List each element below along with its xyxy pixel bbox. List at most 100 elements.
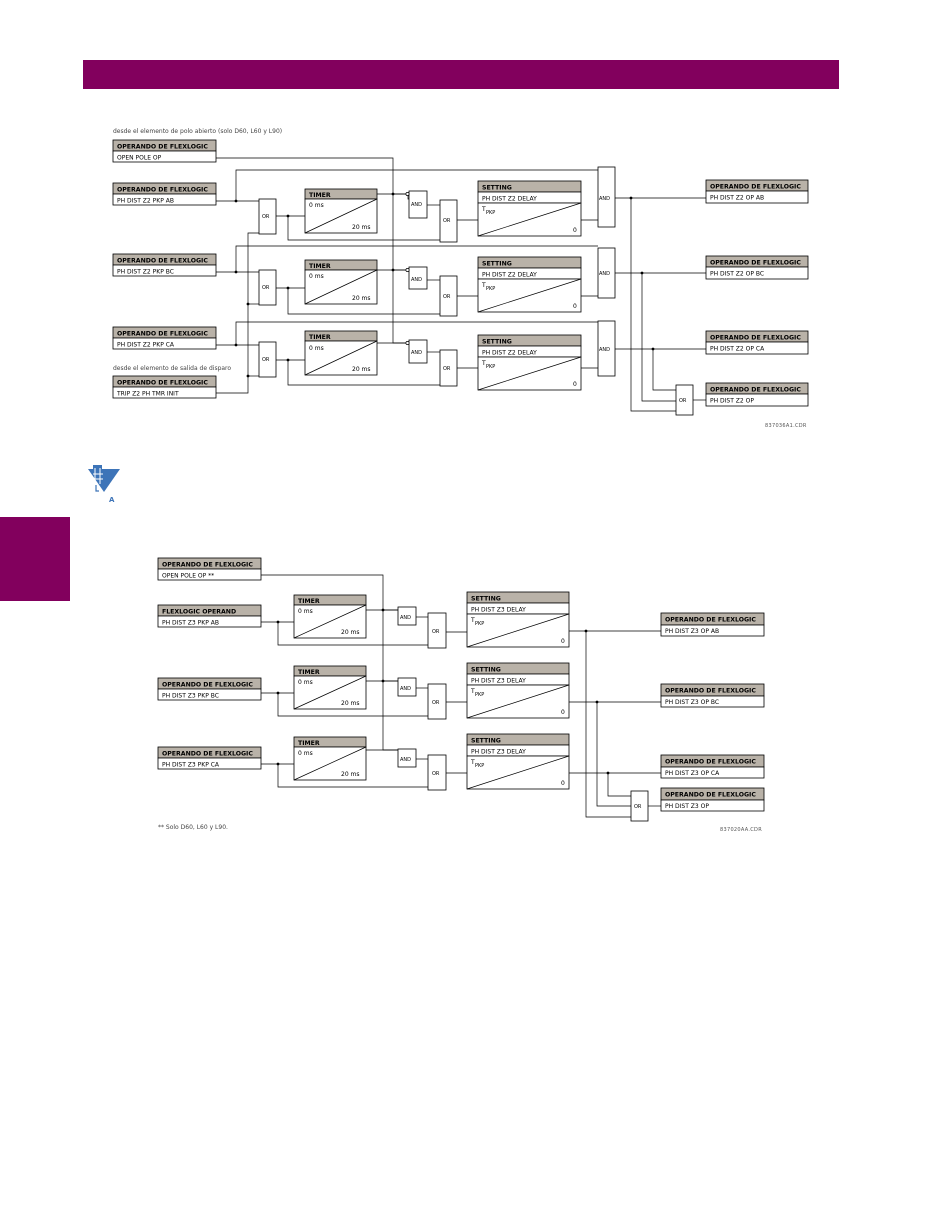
footnote: ** Solo D60, L60 y L90. [158,824,228,831]
or-gate-bottom-3: OR [427,754,447,791]
svg-text:AND: AND [599,347,610,353]
input-pkp-ab: OPERANDO DE FLEXLOGIC PH DIST Z2 PKP AB [112,182,217,206]
svg-text:OR: OR [443,294,451,300]
svg-text:SETTING: SETTING [482,261,512,268]
svg-text:PKP: PKP [486,210,495,216]
svg-text:TIMER: TIMER [298,598,320,605]
or-gate-top-2: OR [258,269,277,306]
svg-text:PH DIST Z2 PKP BC: PH DIST Z2 PKP BC [117,269,174,276]
svg-text:PKP: PKP [475,692,484,698]
timer-bottom-3: TIMER 0 ms 20 ms [293,736,367,781]
or-gate-top-6: OR [439,349,458,387]
svg-text:PKP: PKP [486,364,495,370]
drawing-code-top: 837036A1.CDR [765,423,807,429]
svg-text:PH DIST Z3 OP CA: PH DIST Z3 OP CA [665,770,720,777]
svg-text:PH DIST Z2 OP: PH DIST Z2 OP [710,398,754,405]
svg-text:0: 0 [573,381,577,388]
svg-text:OPERANDO DE FLEXLOGIC: OPERANDO DE FLEXLOGIC [117,380,208,387]
svg-text:PH DIST Z3 DELAY: PH DIST Z3 DELAY [471,678,526,685]
or-gate-bottom-1: OR [427,612,447,649]
svg-text:0: 0 [573,227,577,234]
svg-text:PKP: PKP [475,763,484,769]
svg-text:0: 0 [573,303,577,310]
svg-text:AND: AND [411,202,422,208]
svg-text:OPERANDO DE FLEXLOGIC: OPERANDO DE FLEXLOGIC [162,562,253,569]
svg-text:OR: OR [443,218,451,224]
svg-text:OPERANDO DE FLEXLOGIC: OPERANDO DE FLEXLOGIC [665,759,756,766]
svg-text:PH DIST Z2 PKP CA: PH DIST Z2 PKP CA [117,342,175,349]
input-open-pole-op-z3: OPERANDO DE FLEXLOGIC OPEN POLE OP ** [157,557,262,581]
or-gate-top-3: OR [258,341,277,378]
svg-text:AND: AND [411,277,422,283]
junctions-bottom [276,608,610,775]
or-gate-top-4: OR [439,199,458,243]
or-gate-top-1: OR [258,198,277,235]
svg-text:PH DIST Z3 OP AB: PH DIST Z3 OP AB [665,628,719,635]
svg-text:SETTING: SETTING [482,185,512,192]
svg-text:PKP: PKP [475,621,484,627]
or-gate-top-out: OR [675,384,694,416]
svg-text:TIMER: TIMER [298,740,320,747]
svg-text:FLEXLOGIC OPERAND: FLEXLOGIC OPERAND [162,609,236,616]
svg-text:AND: AND [400,686,411,692]
svg-text:OPERANDO DE FLEXLOGIC: OPERANDO DE FLEXLOGIC [710,387,801,394]
svg-text:T: T [470,617,475,624]
or-gate-top-5: OR [439,275,458,317]
input-trip-tmr-init: OPERANDO DE FLEXLOGIC TRIP Z2 PH TMR INI… [112,375,217,399]
svg-text:T: T [481,282,486,289]
output-z3-op-ab: OPERANDO DE FLEXLOGIC PH DIST Z3 OP AB [660,612,765,637]
svg-text:PH DIST Z3 PKP BC: PH DIST Z3 PKP BC [162,693,219,700]
svg-text:0 ms: 0 ms [309,273,324,280]
svg-text:T: T [470,688,475,695]
and-gate-top-1: AND [405,190,428,219]
input-pkp-ab-z3: FLEXLOGIC OPERAND PH DIST Z3 PKP AB [157,604,262,628]
svg-text:0 ms: 0 ms [309,345,324,352]
svg-text:PH DIST Z3 OP BC: PH DIST Z3 OP BC [665,699,719,706]
output-z2-op: OPERANDO DE FLEXLOGIC PH DIST Z2 OP [705,382,809,407]
svg-text:0 ms: 0 ms [298,679,313,686]
timer-bottom-2: TIMER 0 ms 20 ms [293,665,367,710]
input-pkp-ca: OPERANDO DE FLEXLOGIC PH DIST Z2 PKP CA [112,326,217,350]
svg-text:AND: AND [400,615,411,621]
svg-text:OPERANDO DE FLEXLOGIC: OPERANDO DE FLEXLOGIC [710,260,801,267]
and-gate-bottom-1: AND [397,606,417,626]
header-bar [83,60,839,89]
svg-text:0 ms: 0 ms [298,750,313,757]
svg-text:PH DIST Z2 DELAY: PH DIST Z2 DELAY [482,272,537,279]
svg-text:PH DIST Z2 PKP AB: PH DIST Z2 PKP AB [117,198,174,205]
and-gate-top-out-1: AND [597,166,616,228]
or-gate-bottom-out: OR [630,790,649,822]
output-z2-op-ab: OPERANDO DE FLEXLOGIC PH DIST Z2 OP AB [705,179,809,204]
svg-text:OPERANDO DE FLEXLOGIC: OPERANDO DE FLEXLOGIC [117,144,208,151]
svg-text:OR: OR [262,357,270,363]
relay-symbol-icon: A [88,465,120,504]
output-z3-op: OPERANDO DE FLEXLOGIC PH DIST Z3 OP [660,787,765,812]
svg-text:OPERANDO DE FLEXLOGIC: OPERANDO DE FLEXLOGIC [117,187,208,194]
svg-text:0: 0 [561,638,565,645]
output-z2-op-bc: OPERANDO DE FLEXLOGIC PH DIST Z2 OP BC [705,255,809,280]
svg-text:SETTING: SETTING [471,738,501,745]
svg-text:0: 0 [561,709,565,716]
svg-text:OPERANDO DE FLEXLOGIC: OPERANDO DE FLEXLOGIC [117,331,208,338]
svg-text:OR: OR [679,398,687,404]
svg-text:20 ms: 20 ms [341,629,360,636]
svg-text:OR: OR [262,285,270,291]
and-gate-bottom-2: AND [397,677,417,697]
svg-text:PH DIST Z2 OP AB: PH DIST Z2 OP AB [710,195,764,202]
svg-text:PH DIST Z3 PKP CA: PH DIST Z3 PKP CA [162,762,220,769]
note-trip-element: desde el elemento de salida de disparo [113,365,231,372]
note-open-pole: desde el elemento de polo abierto (solo … [113,128,282,135]
svg-text:AND: AND [599,196,610,202]
and-gate-top-out-3: AND [597,320,616,377]
svg-text:PH DIST Z2 OP BC: PH DIST Z2 OP BC [710,271,764,278]
svg-text:OR: OR [262,214,270,220]
svg-text:OPERANDO DE FLEXLOGIC: OPERANDO DE FLEXLOGIC [710,184,801,191]
svg-text:OPEN POLE OP **: OPEN POLE OP ** [162,573,214,580]
svg-text:20 ms: 20 ms [352,295,371,302]
svg-text:OR: OR [634,804,642,810]
